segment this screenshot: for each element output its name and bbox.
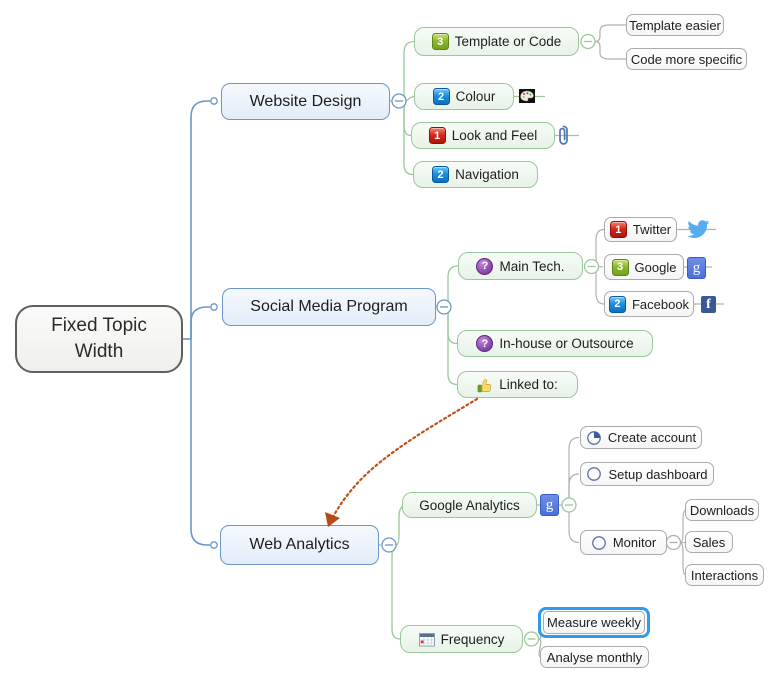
topic-label: In-house or Outsource	[499, 336, 634, 351]
topic-linked-to[interactable]: Linked to:	[457, 371, 578, 398]
topic-label: Navigation	[455, 167, 519, 182]
collapse-toggle-web-analytics[interactable]	[381, 537, 397, 553]
social-media-branch-lines	[436, 265, 459, 386]
collapse-toggle-monitor[interactable]	[665, 534, 682, 551]
topic-web-analytics[interactable]: Web Analytics	[220, 525, 379, 565]
collapse-toggle-template-or-code[interactable]	[580, 33, 596, 50]
priority-1-icon: 1	[609, 221, 627, 238]
topic-look-and-feel[interactable]: 1 Look and Feel	[411, 122, 555, 149]
topic-downloads[interactable]: Downloads	[685, 499, 759, 521]
collapse-toggle-social-media[interactable]	[436, 299, 452, 315]
topic-label: Template easier	[629, 17, 721, 33]
priority-3-icon: 3	[431, 33, 449, 50]
topic-analyse-monthly[interactable]: Analyse monthly	[540, 646, 649, 668]
topic-colour[interactable]: 2 Colour	[414, 83, 514, 110]
paperclip-icon[interactable]	[557, 124, 570, 147]
facebook-logo-icon[interactable]: f	[701, 296, 716, 313]
collapse-toggle-frequency[interactable]	[523, 631, 540, 647]
topic-social-media-program[interactable]: Social Media Program	[222, 288, 436, 326]
topic-facebook[interactable]: 2 Facebook	[604, 291, 694, 317]
web-analytics-branch-lines	[379, 504, 562, 640]
topic-label: Code more specific	[630, 51, 743, 67]
topic-label: Setup dashboard	[608, 466, 708, 482]
selection-ring: Measure weekly	[538, 607, 650, 638]
priority-2-icon: 2	[608, 295, 626, 313]
topic-template-easier[interactable]: Template easier	[626, 14, 724, 36]
topic-monitor[interactable]: Monitor	[580, 530, 667, 555]
google-analytics-branch-lines	[568, 436, 580, 544]
priority-3-icon: 3	[611, 258, 629, 276]
topic-label: Analyse monthly	[546, 649, 643, 665]
topic-template-or-code[interactable]: 3 Template or Code	[414, 27, 579, 56]
topic-create-account[interactable]: Create account	[580, 426, 702, 449]
topic-website-design[interactable]: Website Design	[221, 83, 390, 120]
priority-2-icon: 2	[432, 88, 450, 105]
topic-label: Website Design	[249, 92, 362, 110]
topic-label: Linked to:	[499, 377, 558, 392]
calendar-icon	[418, 632, 435, 647]
topic-label: Look and Feel	[451, 128, 538, 143]
progress-none-icon	[586, 466, 602, 482]
palette-image-icon[interactable]	[519, 89, 535, 103]
monitor-branch-lines	[680, 509, 687, 576]
topic-google[interactable]: 3 Google	[604, 254, 684, 280]
topic-interactions[interactable]: Interactions	[685, 564, 764, 586]
progress-quarter-icon	[586, 430, 602, 446]
topic-navigation[interactable]: 2 Navigation	[413, 161, 538, 188]
topic-frequency[interactable]: Frequency	[400, 625, 523, 653]
topic-label: Frequency	[440, 631, 505, 647]
topic-label: Google Analytics	[419, 497, 520, 513]
collapse-toggle-google-analytics[interactable]	[561, 497, 577, 513]
connection-dots	[210, 97, 218, 549]
topic-label: Facebook	[631, 296, 690, 312]
google-plus-logo-icon[interactable]: g	[540, 494, 559, 516]
priority-2-icon: 2	[432, 166, 450, 183]
topic-label: Template or Code	[454, 34, 562, 49]
priority-1-icon: 1	[428, 127, 446, 144]
topic-root[interactable]: Fixed Topic Width	[15, 305, 183, 373]
topic-label: Downloads	[689, 502, 755, 518]
topic-setup-dashboard[interactable]: Setup dashboard	[580, 462, 714, 486]
topic-label: Interactions	[690, 567, 759, 583]
progress-none-icon	[591, 535, 607, 551]
topic-measure-weekly[interactable]: Measure weekly	[543, 611, 645, 634]
topic-google-analytics[interactable]: Google Analytics	[402, 492, 537, 518]
template-branch-lines	[595, 24, 626, 60]
google-plus-logo-icon[interactable]: g	[687, 257, 706, 279]
topic-label: Fixed Topic Width	[51, 315, 147, 362]
topic-inhouse-or-outsource[interactable]: ? In-house or Outsource	[457, 330, 653, 357]
collapse-toggles	[381, 33, 682, 647]
collapse-toggle-website-design[interactable]	[391, 93, 407, 109]
topic-label: Colour	[455, 89, 496, 104]
topic-label: Social Media Program	[250, 298, 408, 315]
topic-label: Monitor	[612, 535, 657, 550]
topic-label: Sales	[692, 534, 726, 550]
topic-label: Twitter	[632, 222, 672, 237]
topic-sales[interactable]: Sales	[685, 531, 733, 553]
topic-label: Web Analytics	[249, 536, 350, 553]
topic-code-more-specific[interactable]: Code more specific	[626, 48, 747, 70]
main-branch-lines	[183, 100, 210, 546]
thumbs-up-icon	[477, 377, 493, 393]
topic-main-tech[interactable]: ? Main Tech.	[458, 252, 583, 280]
topic-twitter[interactable]: 1 Twitter	[604, 217, 677, 242]
collapse-toggle-main-tech[interactable]	[583, 258, 600, 275]
twitter-logo-icon[interactable]	[687, 220, 710, 239]
question-mark-icon: ?	[476, 335, 494, 352]
topic-label: Measure weekly	[547, 615, 641, 630]
question-mark-icon: ?	[476, 257, 494, 275]
topic-label: Google	[634, 259, 677, 275]
topic-label: Create account	[607, 430, 697, 445]
topic-label: Main Tech.	[499, 258, 565, 274]
